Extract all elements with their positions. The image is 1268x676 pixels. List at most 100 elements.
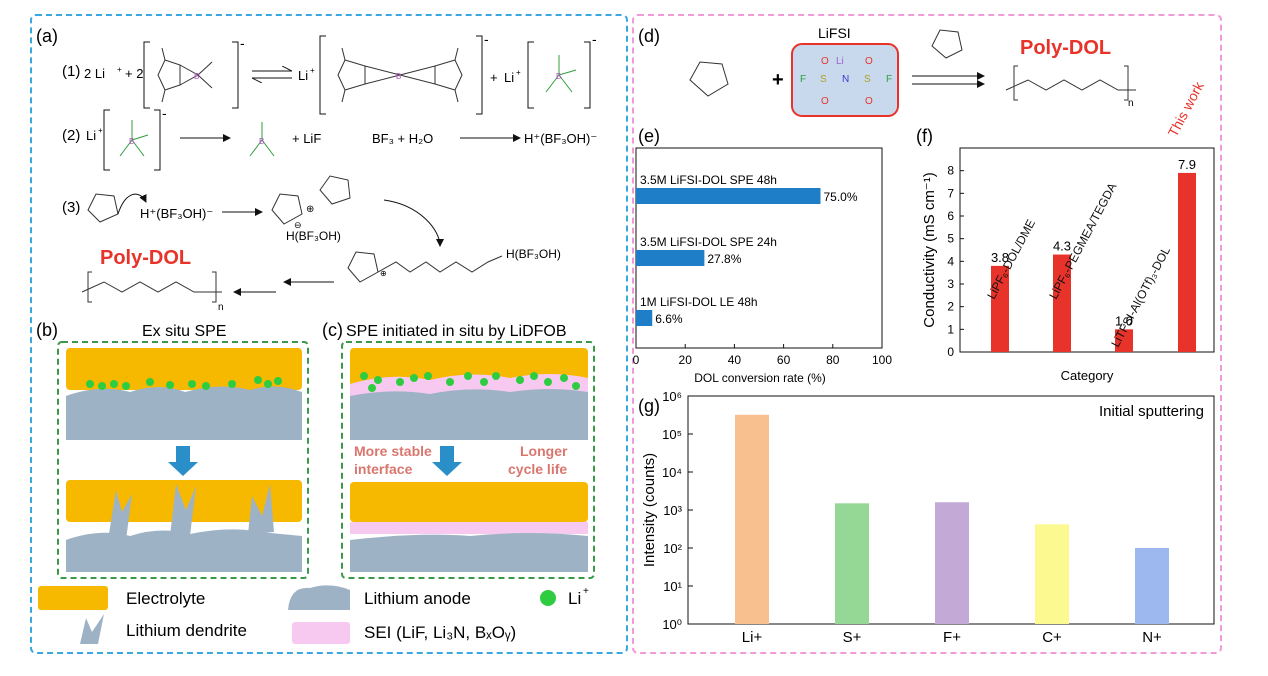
panel-e-category-label: 3.5M LiFSI-DOL SPE 48h [640,173,777,187]
eq2-product: H⁺(BF₃OH)⁻ [524,131,597,146]
eq1-li-sup: + [117,65,122,74]
panel-d-product: Poly-DOL [1020,37,1111,59]
panel-f-data-label: 4.3 [1053,239,1071,254]
eq2-lif: + LiF [292,131,321,146]
panel-d-dol-1 [689,61,729,97]
eq1-charge-2: - [484,31,489,47]
panel-f-xlabel: Category [1061,368,1114,383]
eq1-li: 2 Li [84,66,105,81]
panel-g-tick-label: 10³ [663,503,682,518]
panel-c: (c) SPE initiated in situ by LiDFOB More… [322,320,595,579]
eq1-li-2: Li [298,68,308,83]
panel-e-tick-label: 40 [728,353,742,367]
panel-e-tick-label: 60 [777,353,791,367]
legend-electrolyte-label: Electrolyte [126,589,205,608]
legend-dendrite-label: Lithium dendrite [126,621,247,640]
eq1-li-3-sup: + [516,68,521,77]
panel-c-annot-left-2: interface [354,461,413,477]
panel-a-polymer [81,271,222,303]
panel-d-plus: + [772,69,784,91]
panel-e-data-label: 6.6% [655,312,683,326]
panel-e-xlabel: DOL conversion rate (%) [694,371,826,385]
panel-d-lifsi-atoms: F S N S F Li O O O O [800,56,892,107]
eq2-li-sup: + [98,126,103,135]
legend-li-sup: + [583,586,589,597]
panel-c-annot-right-2: cycle life [508,461,567,477]
eq3-h-2: H(BF₃OH) [506,247,561,261]
panel-c-annot-left-1: More stable [354,443,432,459]
panel-g-tick-label: 10⁶ [662,389,682,404]
panel-f-data-label: 7.9 [1178,157,1196,172]
dfob-structure [157,47,213,103]
panel-g: (g) Initial sputtering Li+S+F+C+N+ 10⁰ 10… [638,389,1215,646]
panel-d-dol-2 [931,29,963,59]
legend-electrolyte-swatch [38,586,108,610]
lifsi-li: Li [836,56,844,67]
legend-dendrite-swatch [80,614,104,644]
legend-anode-label: Lithium anode [364,589,471,608]
eq2-bracket [103,109,161,171]
panel-b-electrolyte [66,348,302,390]
bob-boron: B [396,72,401,81]
bf3-boron: B [259,137,264,146]
panel-f-tick-label: 6 [947,209,954,223]
lifsi-o4: O [865,96,873,107]
panel-c-electrolyte-2 [350,482,588,522]
panel-f-axes [959,147,1215,353]
panel-e-tick-label: 80 [826,353,840,367]
panel-a-n: n [218,302,224,313]
eq3-curved-arrow [117,193,147,215]
legend-li-swatch [540,590,556,606]
bf4-structure [545,55,577,93]
lifsi-n: N [842,74,849,85]
panel-d-label: (d) [638,26,660,46]
panel-d: (d) + LiFSI F S N S F Li O O O O Poly-DO… [638,25,1136,117]
lifsi-o2: O [821,96,829,107]
panel-g-tick-label: 10⁰ [662,617,682,632]
eq3-h: H(BF₃OH) [286,229,341,243]
panel-f-label: (f) [916,126,933,146]
panel-e-bar [636,310,653,326]
left-panel-frame [30,14,628,654]
panel-g-tick-label: 10⁵ [662,427,682,442]
bob-structure [337,47,463,103]
panel-b: (b) Ex situ SPE [36,320,309,579]
eq1-bracket-bob [319,35,483,115]
panel-g-tick-label: 10⁴ [662,465,682,480]
panel-f-data-label: 3.8 [991,250,1009,265]
eq3-arrow-2 [383,199,444,247]
eq3-plus-2: ⊕ [380,269,387,278]
panel-f-tick-label: 4 [947,254,954,268]
panel-g-annotation: Initial sputtering [1099,403,1204,420]
panel-a-poly-dol: Poly-DOL [100,247,191,269]
panel-f-tick-label: 2 [947,300,954,314]
legend-sei-swatch [292,622,350,644]
panel-e-data-label: 27.8% [707,252,741,266]
panel-g-bars: Li+S+F+C+N+ [735,414,1169,646]
eq1-coef: + 2 [125,66,143,81]
bf4-boron: B [556,72,561,81]
eq2-bf4-structure [119,120,149,157]
panel-d-salt: LiFSI [818,25,851,41]
panel-g-label: (g) [638,396,660,416]
panel-c-li-ions [360,372,580,392]
eq3-minus: ⊖ [294,220,302,230]
eq2-number: (2) [62,127,80,144]
legend-sei-label: SEI (LiF, Li₃N, BₓOᵧ) [364,623,516,642]
panel-g-bar [835,503,869,624]
panel-f-tick-label: 8 [947,164,954,178]
right-panel-frame [632,14,1222,654]
panel-c-frame [341,341,595,579]
panel-a: (a) (1) 2 Li + + 2 B - Li + B - [36,26,597,313]
panel-c-sei-2 [350,522,588,534]
panel-e-tick-label: 0 [633,353,640,367]
panel-c-anode-2 [350,533,588,572]
panel-b-anode [66,386,302,440]
lifsi-o1: O [821,56,829,67]
panel-c-label: (c) [322,320,343,340]
panel-g-bar [1035,524,1069,624]
